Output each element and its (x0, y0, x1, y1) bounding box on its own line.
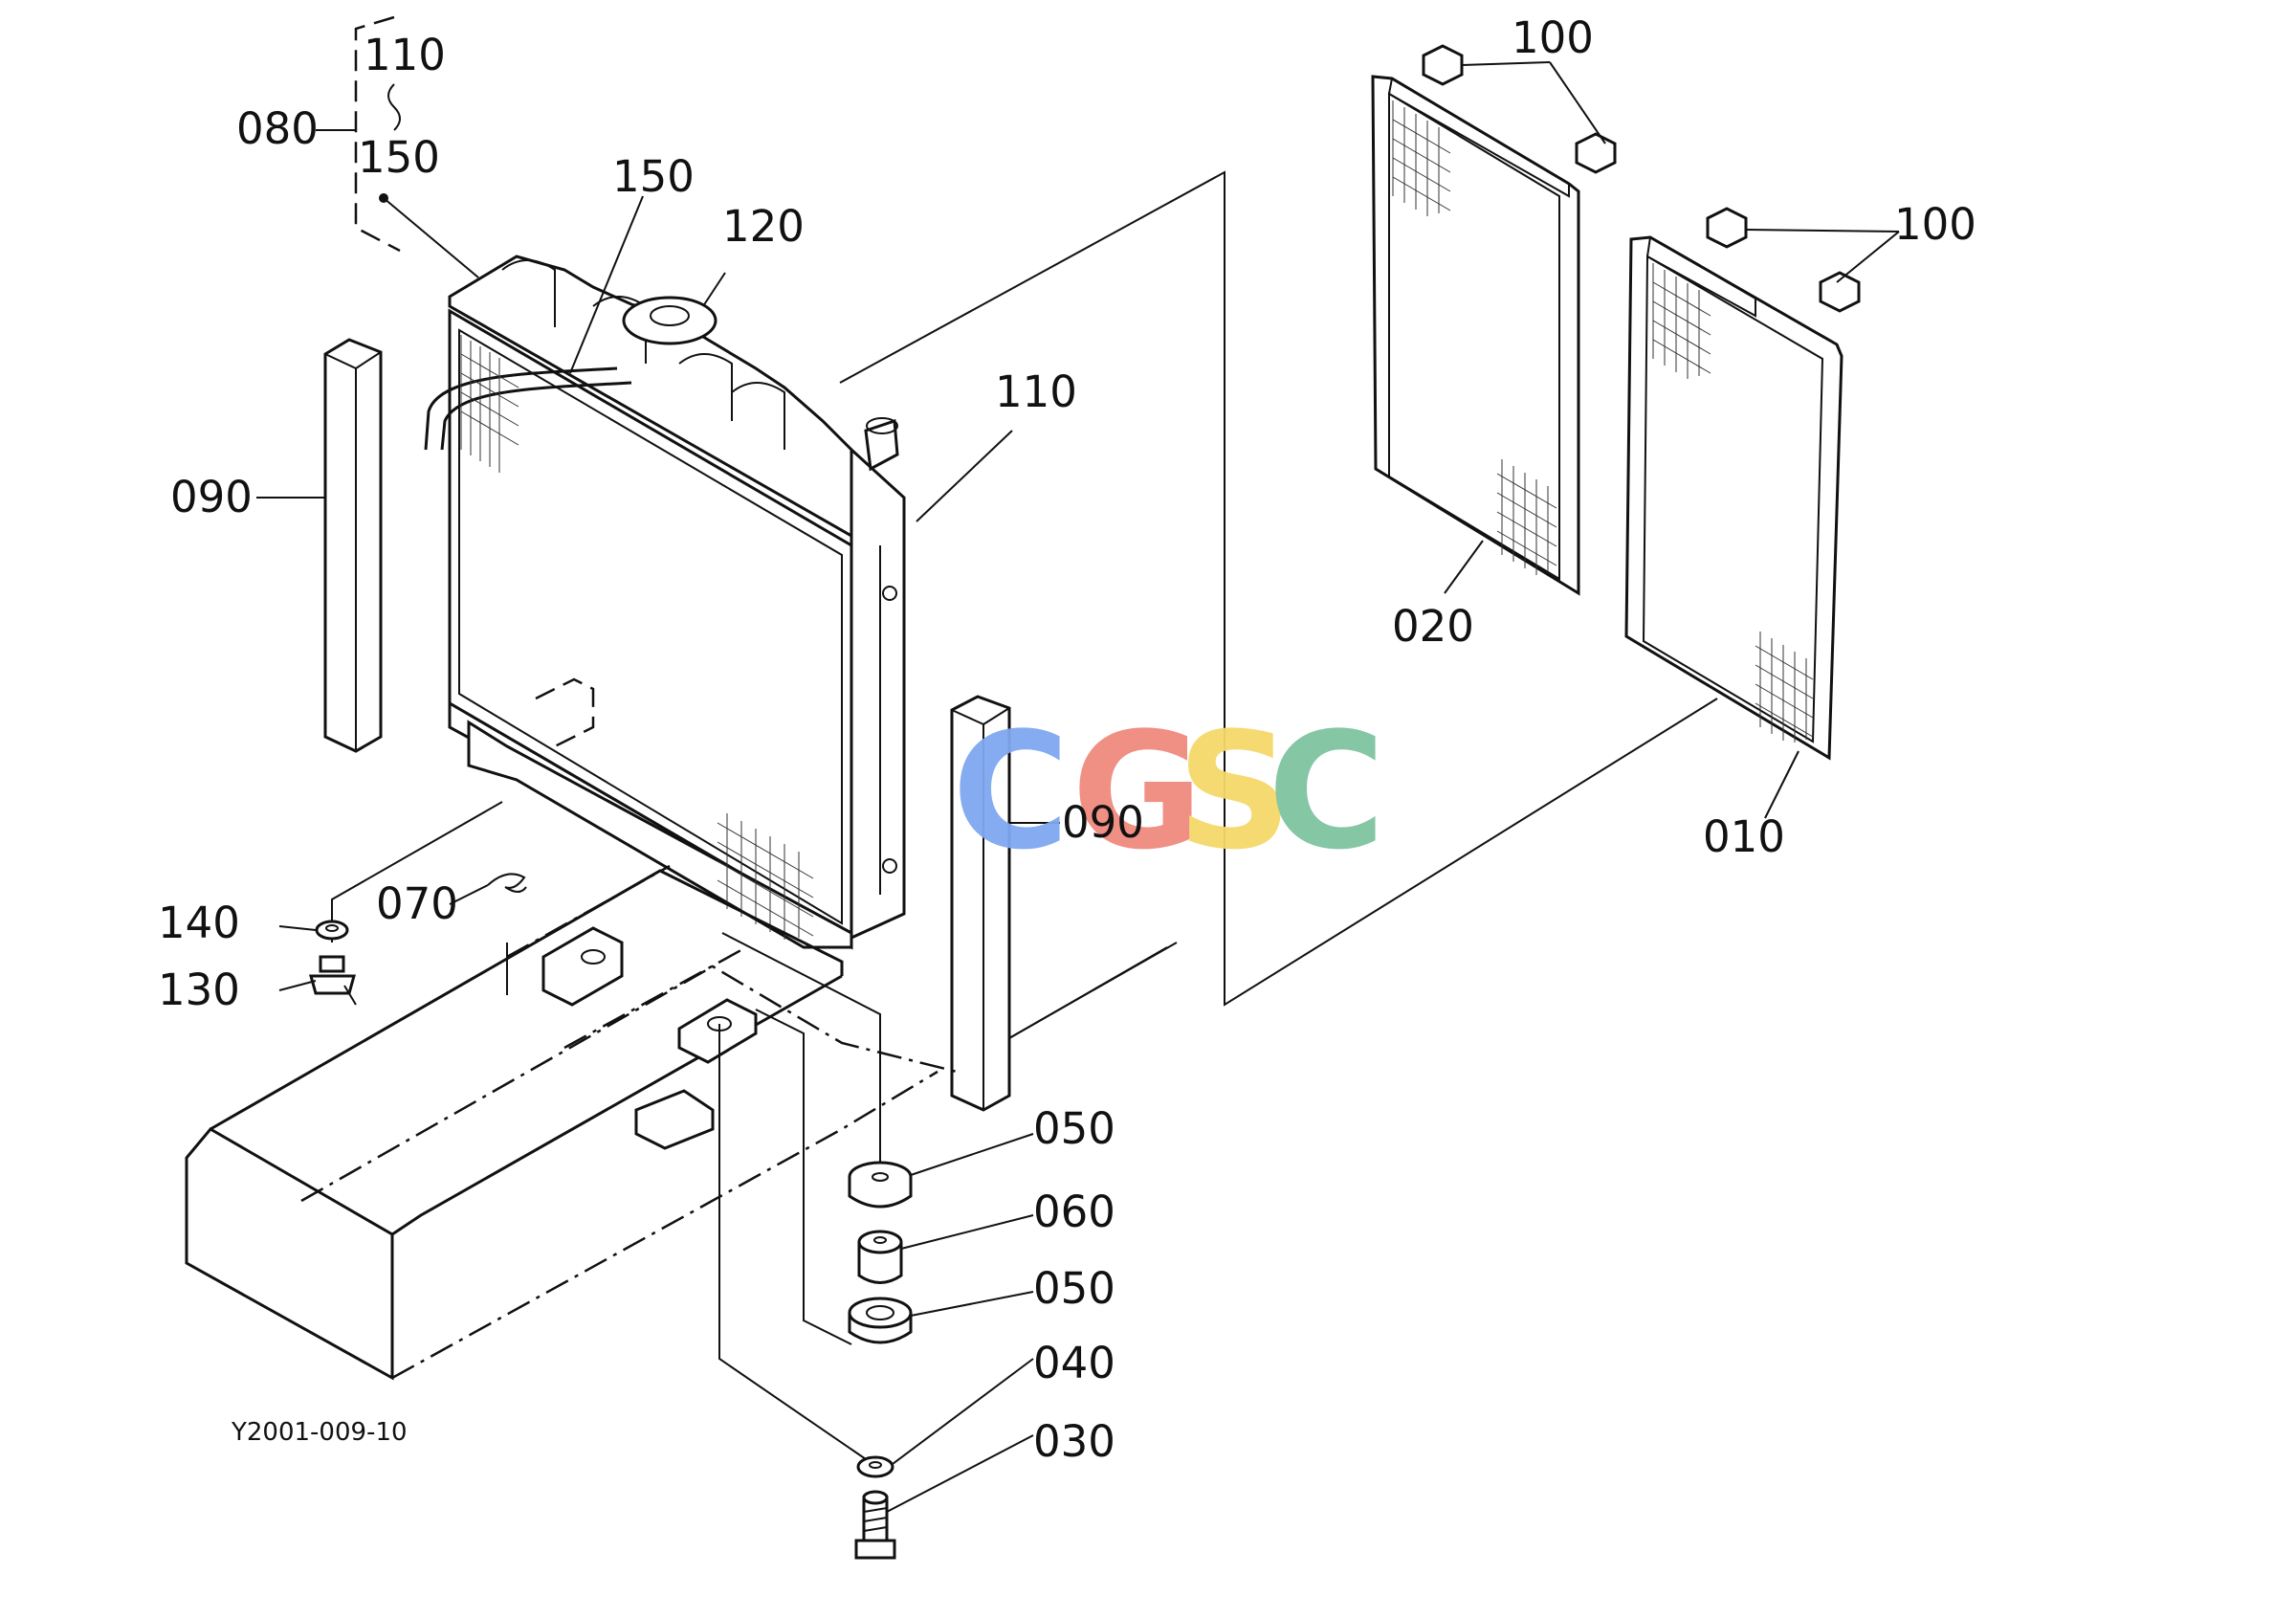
label-020: 020 (1392, 601, 1474, 652)
screen-010 (1624, 207, 1861, 761)
label-060: 060 (1033, 1187, 1115, 1237)
fasteners (309, 873, 913, 1560)
label-010: 010 (1703, 811, 1785, 862)
kit-bracket-080 (316, 15, 479, 278)
label-110-range-start: 110 (364, 30, 446, 80)
watermark: C G S C (952, 698, 1385, 885)
label-080: 080 (236, 103, 319, 154)
label-110: 110 (995, 366, 1077, 417)
figure-id: Y2001-009-10 (231, 1418, 408, 1447)
label-140: 140 (158, 898, 240, 948)
label-090-right: 090 (1062, 797, 1144, 848)
radiator-assembly (424, 255, 906, 950)
watermark-letter-4: C (1268, 698, 1385, 885)
label-120: 120 (722, 201, 805, 252)
watermark-letter-2: G (1071, 698, 1203, 885)
label-090-left: 090 (170, 472, 253, 522)
label-150: 150 (612, 151, 695, 202)
label-050-bottom: 050 (1033, 1263, 1115, 1314)
part-labels: 080 110 150 150 120 110 090 090 100 100 … (158, 12, 1976, 1467)
label-050-top: 050 (1033, 1103, 1115, 1154)
sponge-090-right (950, 695, 1011, 1112)
label-070: 070 (376, 878, 458, 929)
label-130: 130 (158, 965, 240, 1015)
label-100-top: 100 (1512, 12, 1594, 63)
label-040: 040 (1033, 1338, 1115, 1388)
watermark-letter-1: C (952, 698, 1070, 885)
sponge-090-left (323, 338, 383, 753)
screen-020 (1371, 44, 1617, 596)
base-tray (185, 864, 1168, 1381)
label-leaders (256, 61, 1900, 1513)
label-030: 030 (1033, 1416, 1115, 1467)
watermark-letter-3: S (1177, 698, 1292, 885)
label-100-right: 100 (1894, 199, 1976, 250)
label-150-range-end: 150 (358, 132, 440, 183)
